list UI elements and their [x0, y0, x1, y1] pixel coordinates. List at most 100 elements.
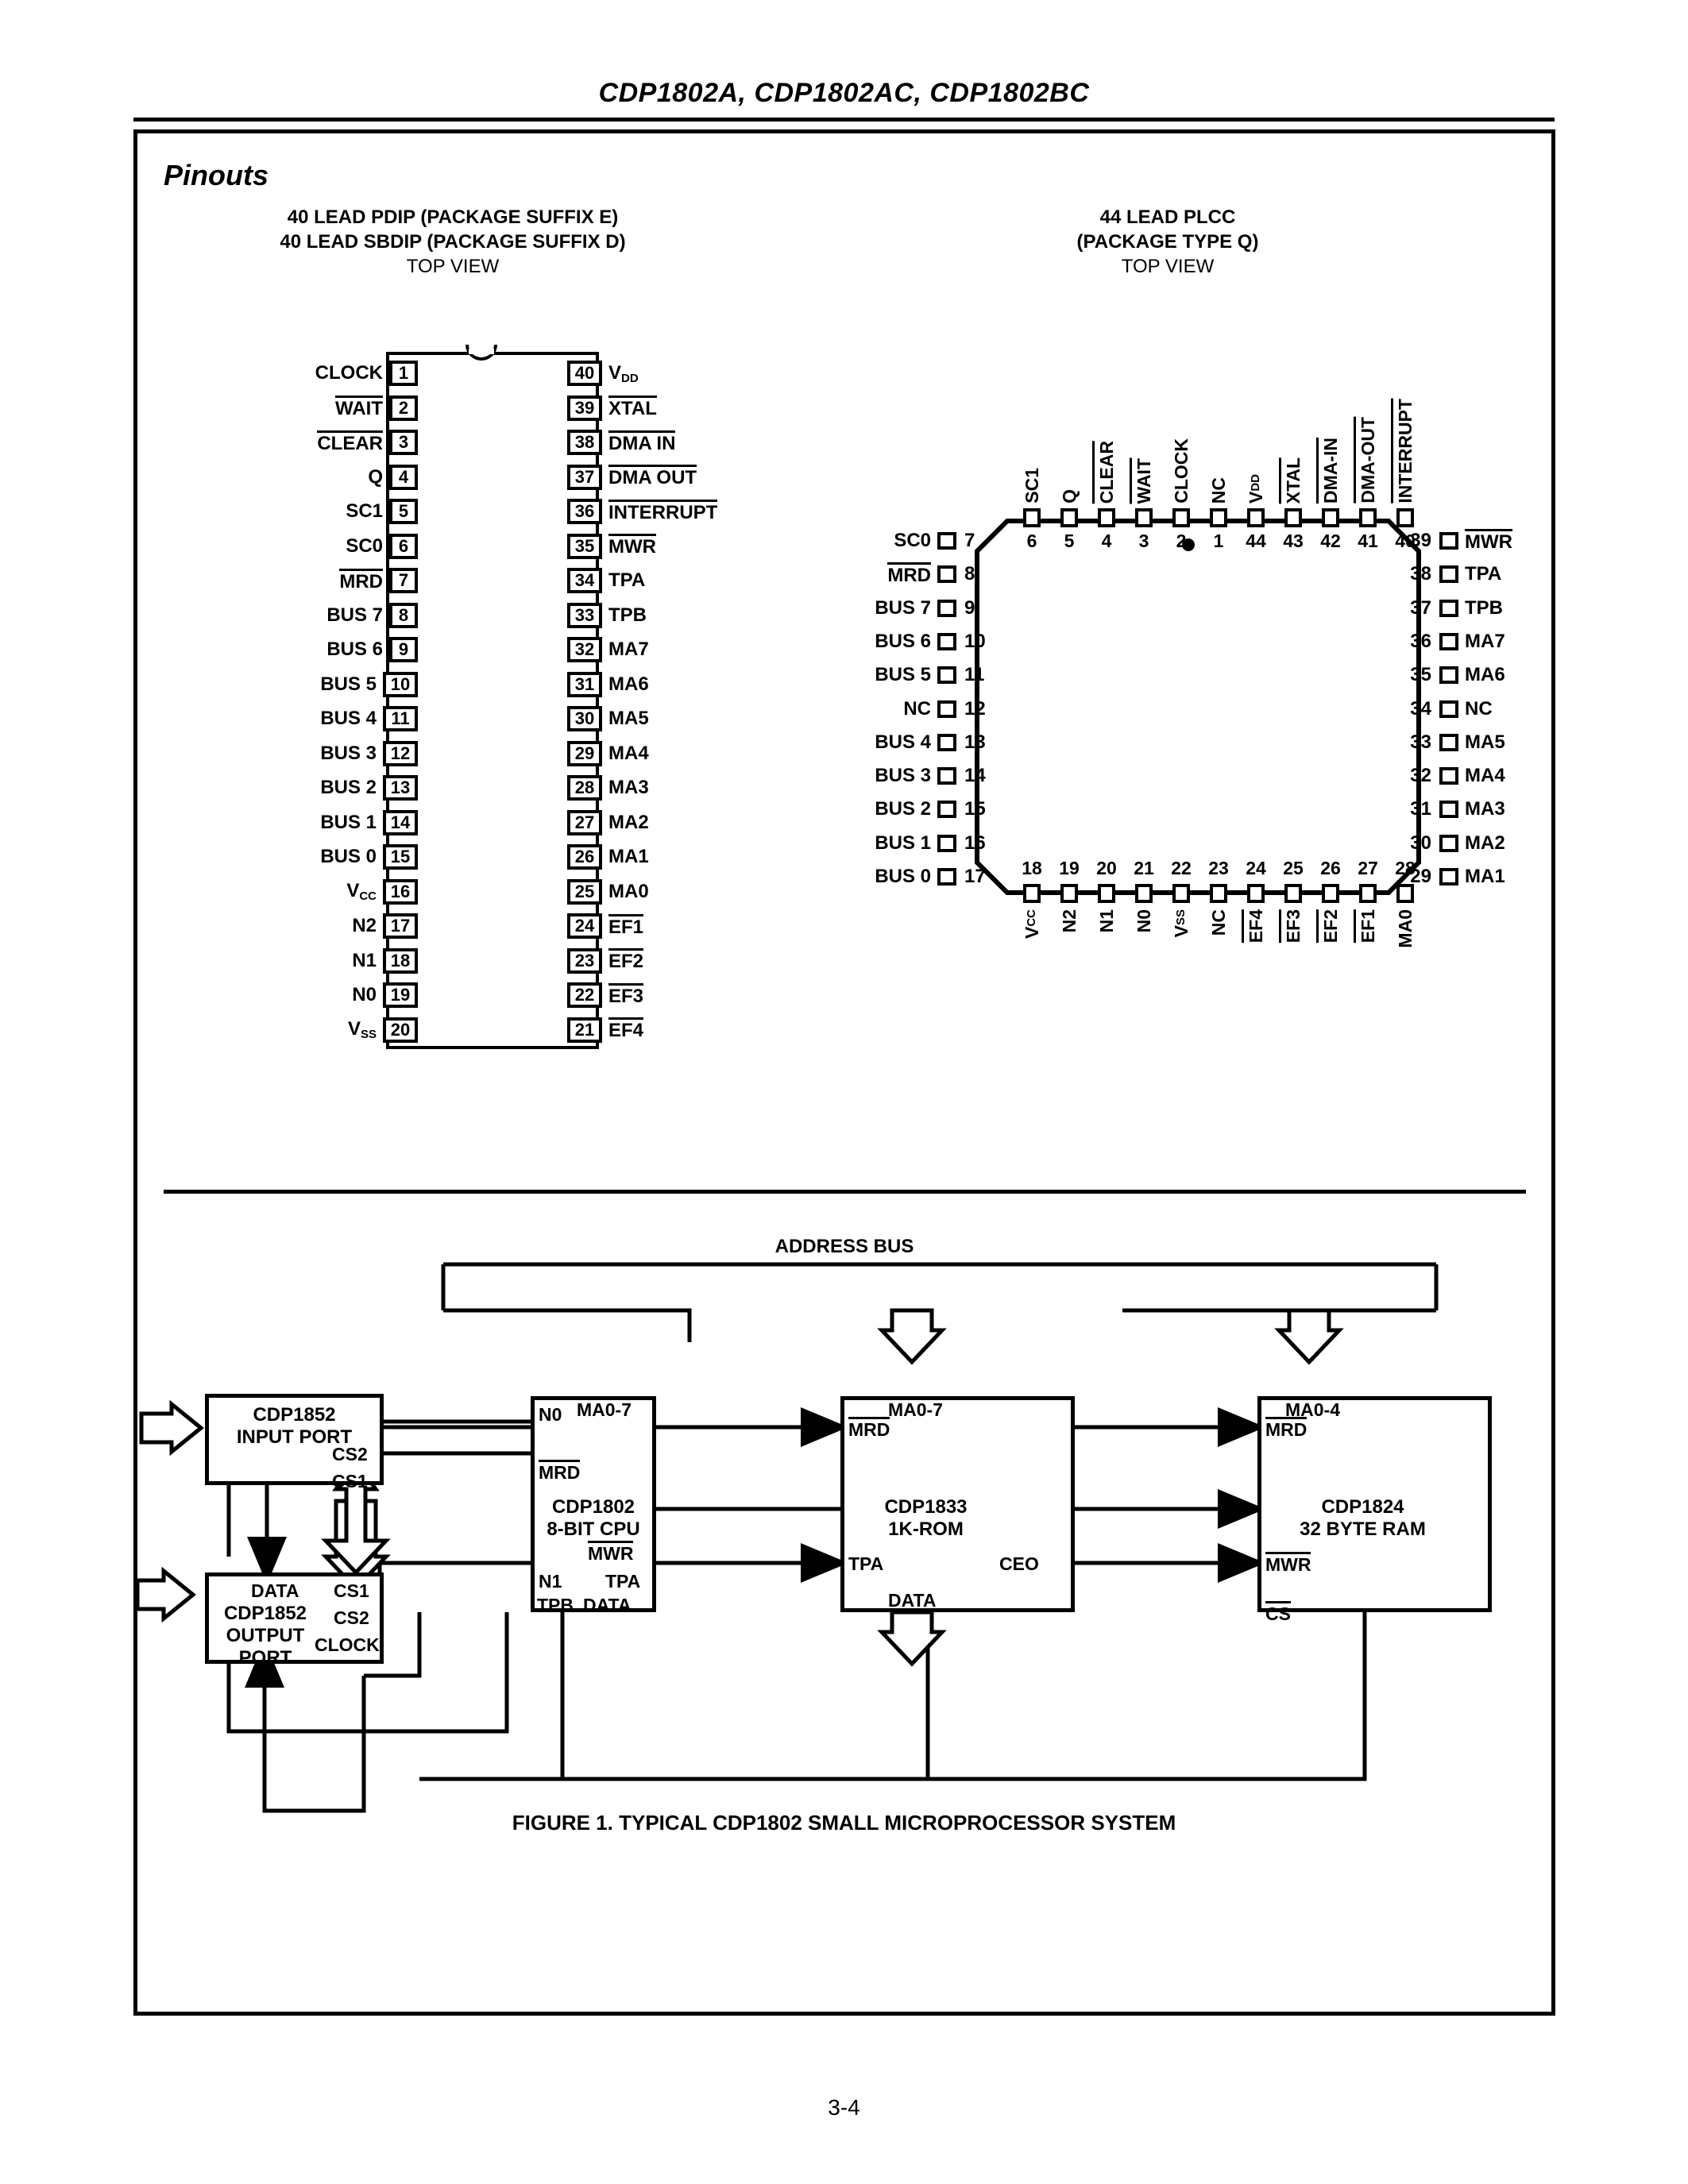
plcc-pin-23-pad-icon: [1210, 884, 1227, 903]
output-port-title: CDP1852 OUTPUT PORT: [223, 1603, 307, 1669]
plcc-pin-11-label: BUS 5: [875, 664, 931, 686]
plcc-pin-30-label: MA2: [1465, 832, 1505, 854]
dip-pin-13: BUS 2 13: [270, 772, 418, 804]
plcc-pin-37-pad-icon: [1439, 599, 1458, 617]
plcc-pin-10-label: BUS 6: [875, 630, 931, 652]
plcc-pin-35-number: 35: [1410, 664, 1431, 686]
plcc-pin-29-number: 29: [1410, 866, 1431, 887]
plcc-pin-20-label: N1: [1095, 909, 1117, 933]
plcc-pin-34-label: NC: [1465, 697, 1493, 720]
dip-pin-4-label: Q: [368, 465, 383, 488]
dip-pin-3-label: CLEAR: [317, 430, 383, 455]
dip-pin-12-label: BUS 3: [320, 742, 377, 764]
dip-pin-15-label: BUS 0: [320, 846, 377, 867]
dip-pin-3-number: 3: [389, 430, 418, 455]
section-divider: [164, 1190, 1526, 1194]
input-port-title: CDP1852 INPUT PORT: [236, 1404, 353, 1448]
plcc-pin-3-pad-icon: [1135, 508, 1153, 527]
plcc-pin-34-pad-icon: [1439, 700, 1458, 718]
plcc-pin-27-pad-icon: [1359, 884, 1377, 903]
plcc-pin-1-pad-icon: [1210, 508, 1227, 527]
dip-pin-35-number: 35: [567, 533, 602, 559]
plcc-pin-24-label: EF4: [1241, 909, 1267, 943]
dip-pin-22-number: 22: [567, 982, 602, 1008]
plcc-pin-1-label: NC: [1207, 477, 1229, 504]
plcc-pin-38-number: 38: [1410, 563, 1431, 585]
plcc-pin-9-label: BUS 7: [875, 596, 931, 619]
cpu-ma-label: MA0-7: [577, 1399, 632, 1420]
dip-pin-25-number: 25: [567, 878, 602, 905]
plcc-pin-40-pad-icon: [1396, 508, 1414, 527]
plcc-pin-17-pad-icon: [937, 868, 956, 886]
dip-pin-27-label: MA2: [608, 811, 649, 833]
plcc-pin-39-pad-icon: [1439, 532, 1458, 550]
dip-pin-1: CLOCK 1: [270, 357, 418, 389]
page-title: CDP1802A, CDP1802AC, CDP1802BC: [598, 78, 1090, 108]
plcc-pin-36-pad-icon: [1439, 632, 1458, 650]
dip-pin-39-number: 39: [567, 395, 602, 421]
dip-pin-35-label: MWR: [608, 534, 656, 558]
header-rule: [133, 118, 1555, 122]
dip-heading-line2: 40 LEAD SBDIP (PACKAGE SUFFIX D): [280, 231, 626, 253]
dip-pin-1-number: 1: [389, 361, 418, 386]
plcc-pin-13-label: BUS 4: [875, 731, 931, 753]
dip-pin-13-number: 13: [383, 775, 418, 801]
plcc-pin-35-label: MA6: [1465, 664, 1505, 686]
plcc-pin-17-label: BUS 0: [875, 866, 931, 887]
plcc-pin-11-number: 11: [964, 664, 985, 686]
plcc-pin-14-label: BUS 3: [875, 765, 931, 787]
plcc-pin-36-number: 36: [1410, 630, 1431, 652]
dip-pin-7-label: MRD: [339, 568, 383, 593]
dip-pin-28-number: 28: [567, 775, 602, 801]
dip-pin-1-label: CLOCK: [315, 362, 383, 384]
plcc-package-outline: [975, 519, 1421, 895]
dip-pin-6-number: 6: [389, 533, 418, 559]
plcc-pin-42-number: 42: [1320, 531, 1341, 551]
plcc-pin-1: NC 1: [1203, 381, 1234, 552]
block-output-port: [205, 1572, 384, 1664]
plcc-pin-4-pad-icon: [1098, 508, 1115, 527]
dip-pin-10-label: BUS 5: [320, 673, 377, 695]
dip-pin-30-label: MA5: [608, 708, 649, 729]
plcc-pin-9-pad-icon: [937, 599, 956, 617]
dip-pin-13-label: BUS 2: [320, 777, 377, 798]
plcc-pin-8-number: 8: [964, 563, 975, 585]
dip-pin-17-label: N2: [352, 915, 377, 936]
plcc-pin-1-number: 1: [1213, 531, 1224, 551]
plcc-pin-30-pad-icon: [1439, 834, 1458, 852]
cpu-mrd-text: MRD: [539, 1460, 581, 1482]
plcc-pin-43-number: 43: [1283, 531, 1304, 551]
dip-pin-20-number: 20: [383, 1017, 418, 1043]
plcc-pin-37-label: TPB: [1465, 596, 1503, 619]
plcc-pin-10-number: 10: [964, 630, 986, 652]
dip-package-heading: 40 LEAD PDIP (PACKAGE SUFFIX E) 40 LEAD …: [191, 205, 715, 279]
dip-pin-21-label: EF4: [608, 1017, 644, 1042]
plcc-pin-4-number: 4: [1101, 531, 1112, 551]
plcc-pin-20-pad-icon: [1098, 884, 1115, 903]
dip-pin-31-label: MA6: [608, 673, 649, 695]
